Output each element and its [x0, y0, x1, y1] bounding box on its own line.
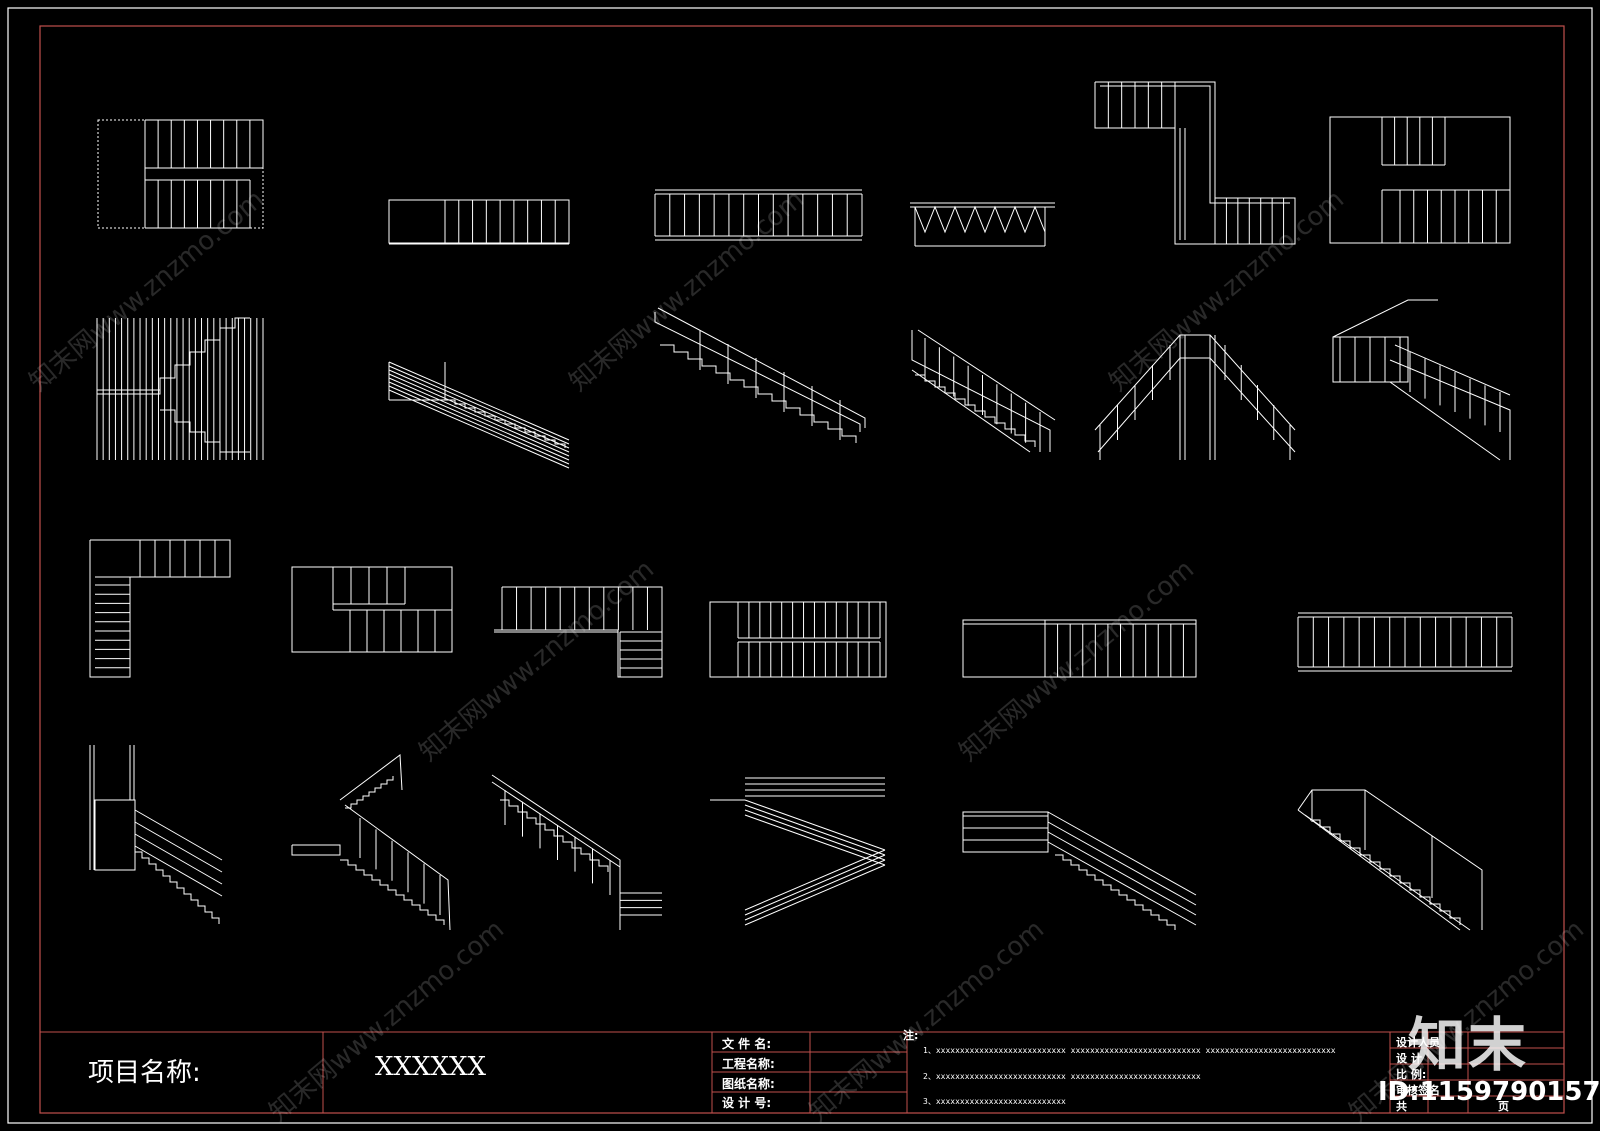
drawing-line — [744, 799, 886, 851]
stair-plan-4 — [89, 539, 231, 678]
title-block — [40, 1031, 1564, 1113]
drawing-line — [744, 849, 886, 911]
stair-axon-2 — [654, 307, 866, 443]
drawing-line — [744, 804, 886, 856]
drawing-line — [1047, 821, 1197, 906]
drawing-line — [388, 389, 570, 469]
stair-axon-10 — [962, 811, 1197, 930]
project-name-label: 项目名称: — [88, 1058, 201, 1088]
drawing-line — [1047, 811, 1197, 896]
review-signature-label: 审核签名 — [1396, 1084, 1440, 1097]
drawing-line — [134, 833, 223, 885]
stair-elevation-4 — [962, 619, 1197, 678]
drawing-line — [388, 377, 570, 457]
stair-axon-5 — [1332, 299, 1511, 461]
stair-axon-4 — [1094, 334, 1296, 460]
stair-elevation-3 — [910, 202, 1055, 247]
drawing-line — [744, 814, 886, 866]
drawing-line — [134, 821, 223, 873]
stair-section-1 — [96, 317, 264, 460]
note-line: 3、xxxxxxxxxxxxxxxxxxxxxxxxxxx — [923, 1097, 1066, 1106]
stair-plan-6 — [494, 586, 663, 678]
drawing-title-label: 图纸名称: — [722, 1077, 775, 1091]
drawing-line — [1047, 841, 1197, 926]
scale-label: 比 例: — [1396, 1068, 1427, 1081]
stair-axon-6 — [89, 745, 223, 924]
project-name-value: XXXXXX — [375, 1052, 487, 1082]
notes-title: 注: — [903, 1029, 919, 1042]
drawing-line — [134, 809, 223, 861]
page-label: 页 — [1498, 1100, 1509, 1113]
stair-axon-8 — [491, 774, 662, 930]
stair-plan-1 — [97, 119, 264, 229]
note-line: 1、xxxxxxxxxxxxxxxxxxxxxxxxxxx xxxxxxxxxx… — [923, 1046, 1336, 1055]
drawing-line — [388, 361, 570, 441]
drawing-frame — [39, 25, 1565, 1114]
drawing-line — [388, 369, 570, 449]
brand-logo: 知末 — [1408, 1011, 1529, 1079]
stair-plan-3 — [1329, 116, 1511, 244]
stair-axon-1 — [388, 361, 570, 469]
total-label: 共 — [1396, 1100, 1407, 1113]
drawing-line — [388, 373, 570, 453]
drawing-line — [388, 385, 570, 465]
stair-axon-3 — [911, 329, 1056, 453]
note-line: 2、xxxxxxxxxxxxxxxxxxxxxxxxxxx xxxxxxxxxx… — [923, 1072, 1201, 1081]
stair-plan-7 — [709, 601, 887, 678]
stair-elevation-2 — [654, 189, 863, 241]
drawing-line — [388, 365, 570, 445]
drawing-line — [134, 845, 223, 897]
stair-elevation-1 — [388, 199, 570, 245]
design-label: 设 计 — [1396, 1052, 1422, 1065]
outer-border — [7, 7, 1593, 1124]
image-id-tag: ID:1159790157 — [1378, 1077, 1600, 1107]
stair-plan-2 — [1094, 81, 1296, 245]
project-title-label: 工程名称: — [722, 1057, 775, 1071]
stair-axon-7 — [291, 754, 451, 931]
drawing-line — [744, 859, 886, 921]
drawing-line — [1047, 831, 1197, 916]
file-name-label: 文 件 名: — [722, 1037, 772, 1051]
drawing-line — [388, 381, 570, 461]
drawing-line — [744, 864, 886, 926]
drawing-line — [744, 854, 886, 916]
stair-plan-5 — [291, 566, 453, 653]
stair-elevation-5 — [1297, 612, 1513, 672]
designer-label: 设计人员 — [1396, 1036, 1440, 1049]
stair-axon-11 — [1297, 789, 1483, 931]
design-number-label: 设 计 号: — [722, 1096, 772, 1110]
stair-axon-9 — [710, 777, 886, 926]
drawing-line — [744, 809, 886, 861]
